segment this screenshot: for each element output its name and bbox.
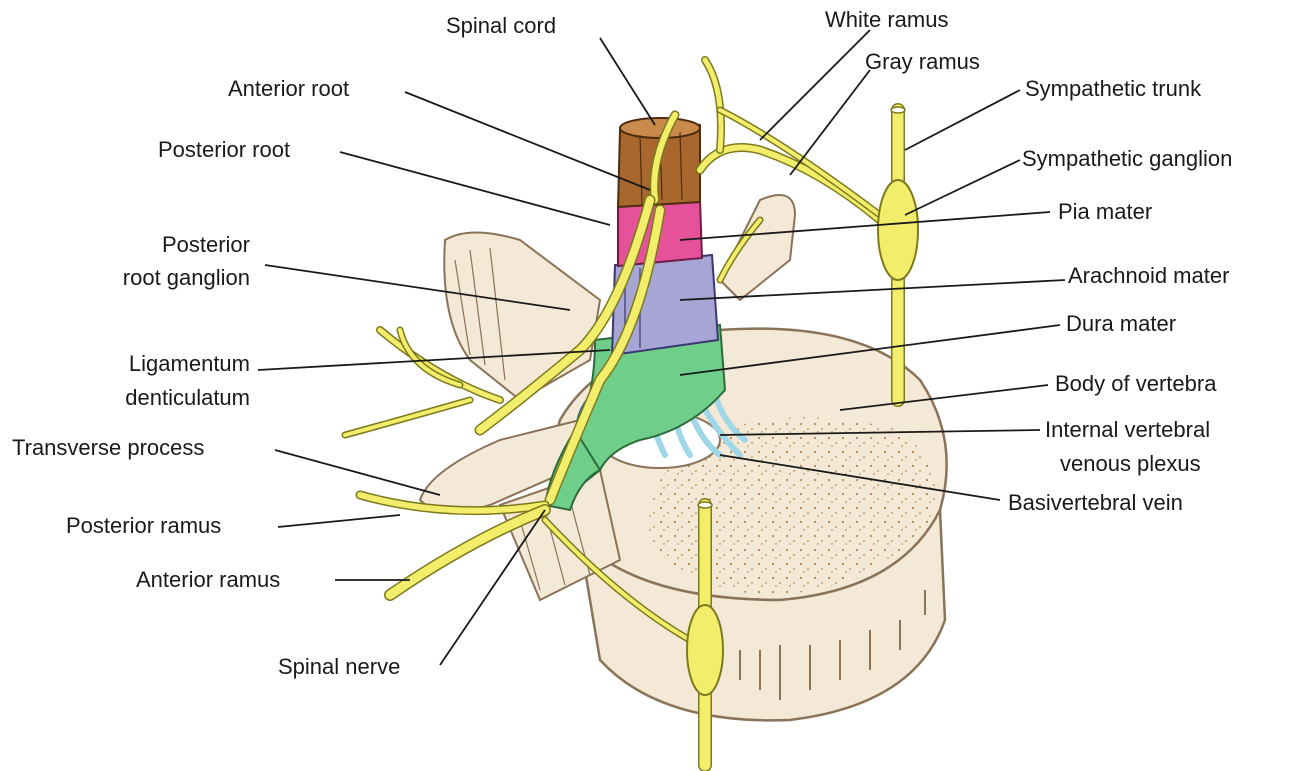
label-internal-vertebral-2: venous plexus bbox=[1060, 450, 1201, 478]
label-posterior-root: Posterior root bbox=[158, 136, 290, 164]
label-spinal-nerve: Spinal nerve bbox=[278, 653, 400, 681]
label-gray-ramus: Gray ramus bbox=[865, 48, 980, 76]
label-dura-mater: Dura mater bbox=[1066, 310, 1176, 338]
leader-sympathetic-trunk bbox=[905, 90, 1020, 150]
label-spinal-cord: Spinal cord bbox=[446, 12, 556, 40]
label-anterior-ramus: Anterior ramus bbox=[136, 566, 280, 594]
leader-spinal-cord bbox=[600, 38, 655, 125]
label-sympathetic-trunk: Sympathetic trunk bbox=[1025, 75, 1201, 103]
articular-process-right bbox=[720, 195, 795, 300]
label-sympathetic-ganglion: Sympathetic ganglion bbox=[1022, 145, 1232, 173]
leader-posterior-ramus bbox=[278, 515, 400, 527]
label-internal-vertebral-1: Internal vertebral bbox=[1045, 416, 1210, 444]
label-anterior-root: Anterior root bbox=[228, 75, 349, 103]
sympathetic-trunk-top bbox=[891, 107, 905, 113]
label-arachnoid-mater: Arachnoid mater bbox=[1068, 262, 1229, 290]
leader-transverse bbox=[275, 450, 440, 495]
label-posterior-root-ganglion-1: Posterior bbox=[80, 231, 250, 259]
leader-anterior-root bbox=[405, 92, 650, 190]
sympathetic-trunk-lower-top bbox=[698, 502, 712, 508]
label-body-of-vertebra: Body of vertebra bbox=[1055, 370, 1216, 398]
label-ligamentum-2: denticulatum bbox=[80, 384, 250, 412]
label-pia-mater: Pia mater bbox=[1058, 198, 1152, 226]
leader-gray-ramus bbox=[790, 70, 870, 175]
leader-sympathetic-ganglion bbox=[905, 160, 1020, 215]
label-white-ramus: White ramus bbox=[825, 6, 948, 34]
leader-posterior-root bbox=[340, 152, 610, 225]
leader-white-ramus bbox=[760, 30, 870, 140]
sympathetic-ganglion-lower bbox=[687, 605, 723, 695]
leader-pia-mater bbox=[680, 212, 1050, 240]
label-posterior-root-ganglion-2: root ganglion bbox=[80, 264, 250, 292]
sympathetic-ganglion-upper bbox=[878, 180, 918, 280]
label-transverse-process: Transverse process bbox=[12, 434, 204, 462]
label-ligamentum-1: Ligamentum bbox=[80, 350, 250, 378]
label-posterior-ramus: Posterior ramus bbox=[66, 512, 221, 540]
label-basivertebral-vein: Basivertebral vein bbox=[1008, 489, 1183, 517]
lamina-left bbox=[444, 233, 600, 401]
